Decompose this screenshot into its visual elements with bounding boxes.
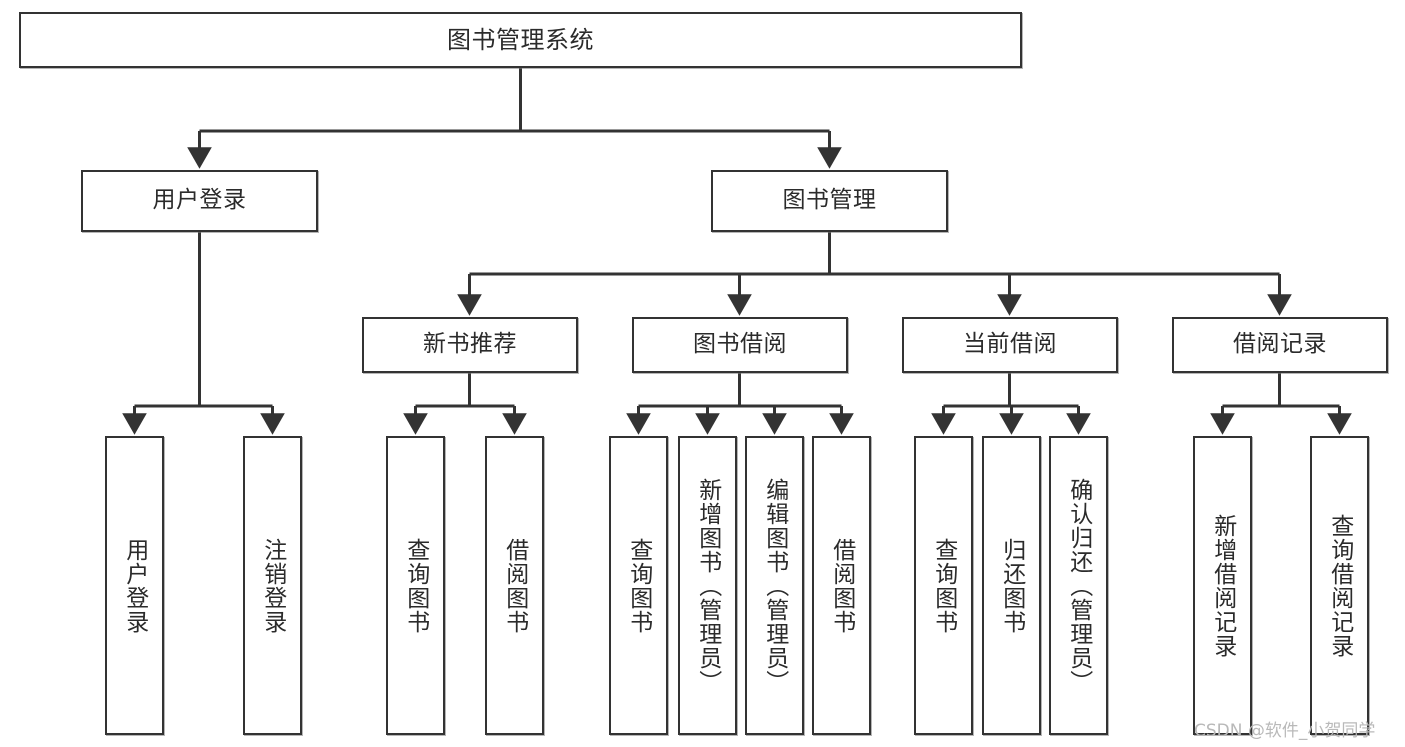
node-leaf-query-book-borrow[interactable]: 查询图书 — [609, 436, 668, 735]
node-leaf-add-book[interactable]: 新增图书（管理员） — [678, 436, 737, 735]
node-leaf-query-book-rec-label: 查询图书 — [402, 537, 429, 634]
node-leaf-query-book-borrow-label: 查询图书 — [625, 537, 652, 634]
node-book-manage[interactable]: 图书管理 — [711, 170, 948, 232]
node-book-borrow-label: 图书借阅 — [693, 331, 787, 358]
node-leaf-edit-book[interactable]: 编辑图书（管理员） — [745, 436, 804, 735]
node-leaf-edit-book-label: 编辑图书（管理员） — [761, 477, 788, 694]
node-root[interactable]: 图书管理系统 — [19, 12, 1022, 68]
node-leaf-user-login-label: 用户登录 — [121, 537, 148, 634]
node-book-manage-label: 图书管理 — [782, 187, 877, 214]
node-leaf-logout-login-label: 注销登录 — [259, 537, 286, 634]
node-leaf-borrow-book-rec-label: 借阅图书 — [501, 537, 528, 634]
node-leaf-query-borrow-record[interactable]: 查询借阅记录 — [1310, 436, 1369, 735]
node-root-label: 图书管理系统 — [447, 25, 594, 54]
node-leaf-add-borrow-record-label: 新增借阅记录 — [1209, 513, 1236, 658]
node-user-login-label: 用户登录 — [152, 187, 247, 214]
node-leaf-confirm-return-label: 确认归还（管理员） — [1065, 477, 1092, 694]
node-leaf-query-book-current[interactable]: 查询图书 — [914, 436, 973, 735]
node-leaf-query-book-current-label: 查询图书 — [930, 537, 957, 634]
node-leaf-add-borrow-record[interactable]: 新增借阅记录 — [1193, 436, 1252, 735]
node-new-book-recommend[interactable]: 新书推荐 — [362, 317, 578, 373]
node-leaf-add-book-label: 新增图书（管理员） — [694, 477, 721, 694]
node-new-book-recommend-label: 新书推荐 — [423, 331, 517, 358]
node-leaf-borrow-book-rec[interactable]: 借阅图书 — [485, 436, 544, 735]
node-current-borrow[interactable]: 当前借阅 — [902, 317, 1118, 373]
node-leaf-borrow-book[interactable]: 借阅图书 — [812, 436, 871, 735]
node-user-login[interactable]: 用户登录 — [81, 170, 318, 232]
node-leaf-return-book[interactable]: 归还图书 — [982, 436, 1041, 735]
node-leaf-confirm-return[interactable]: 确认归还（管理员） — [1049, 436, 1108, 735]
csdn-watermark: CSDN @软件_小贺同学 — [1194, 721, 1376, 741]
node-borrow-record-label: 借阅记录 — [1233, 331, 1327, 358]
node-leaf-borrow-book-label: 借阅图书 — [828, 537, 855, 634]
node-leaf-query-borrow-record-label: 查询借阅记录 — [1326, 513, 1353, 658]
node-leaf-user-login[interactable]: 用户登录 — [105, 436, 164, 735]
node-leaf-logout-login[interactable]: 注销登录 — [243, 436, 302, 735]
node-leaf-return-book-label: 归还图书 — [998, 537, 1025, 634]
node-borrow-record[interactable]: 借阅记录 — [1172, 317, 1388, 373]
node-leaf-query-book-rec[interactable]: 查询图书 — [386, 436, 445, 735]
node-current-borrow-label: 当前借阅 — [963, 331, 1057, 358]
node-book-borrow[interactable]: 图书借阅 — [632, 317, 848, 373]
